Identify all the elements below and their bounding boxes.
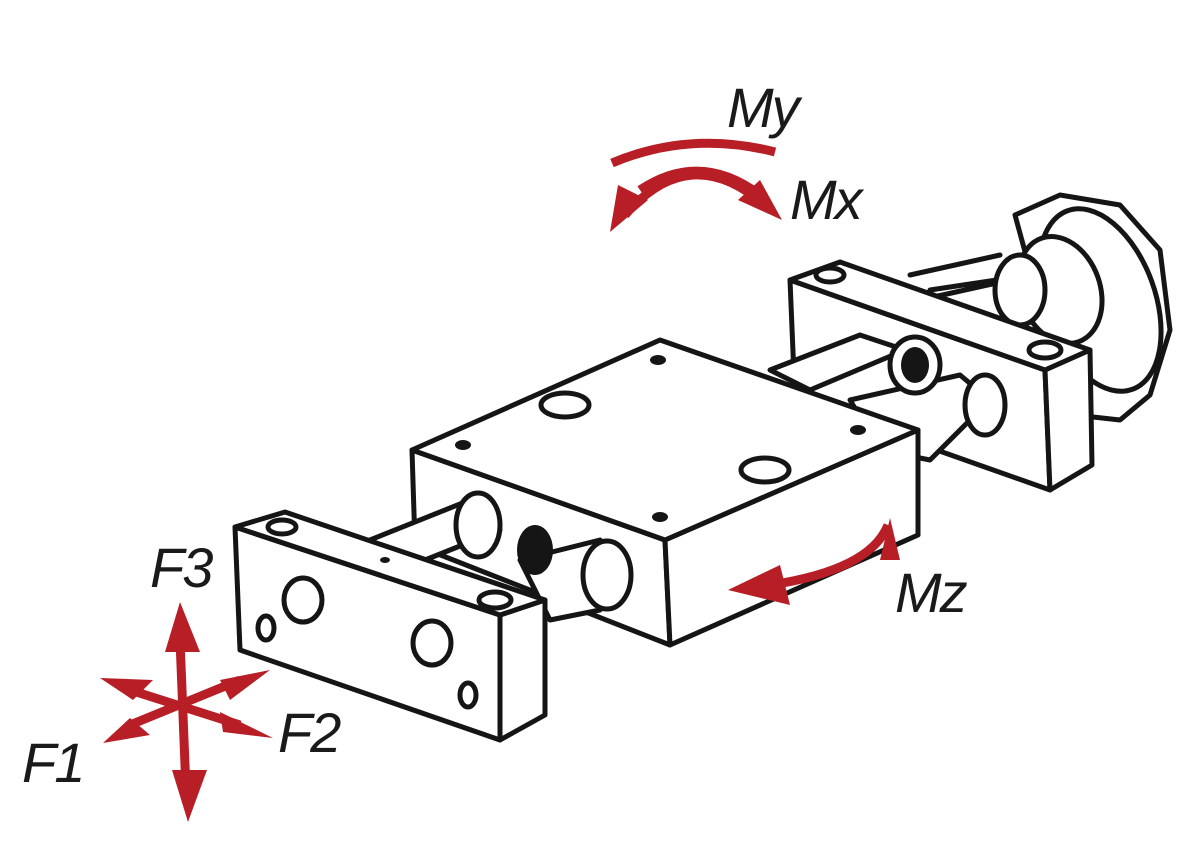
label-f3: F3 [150, 536, 213, 599]
moment-arrow-mz [728, 518, 900, 605]
motor [907, 192, 1173, 423]
force-arrows [100, 602, 273, 822]
front-end-plate [232, 509, 548, 743]
label-mz: Mz [895, 561, 968, 624]
label-my: My [727, 76, 800, 139]
label-mx: Mx [790, 168, 863, 231]
label-f2: F2 [278, 701, 341, 764]
label-f1: F1 [22, 731, 85, 794]
moment-arrows-my-mx [610, 138, 782, 232]
